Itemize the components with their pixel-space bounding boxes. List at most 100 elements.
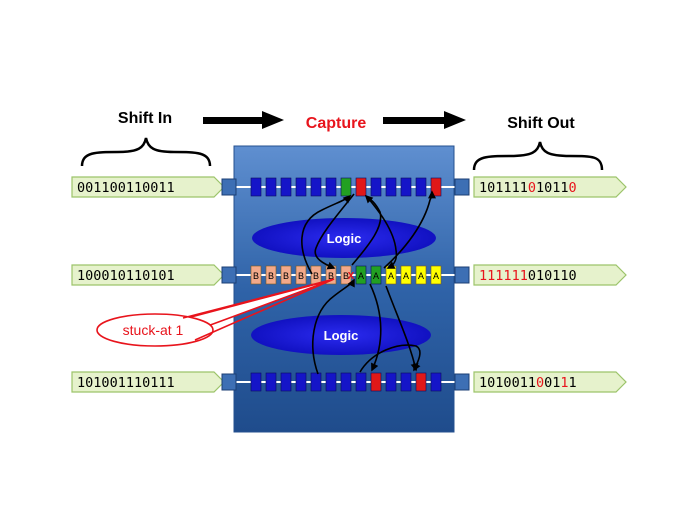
vector-pill bbox=[473, 176, 627, 198]
bit: 1 bbox=[552, 180, 560, 196]
scan-cell bbox=[415, 372, 427, 392]
scan-cell bbox=[280, 177, 292, 197]
bit: 0 bbox=[118, 268, 126, 284]
bit: 1 bbox=[150, 375, 158, 391]
scan-in-port bbox=[221, 178, 237, 196]
cell-label: B bbox=[283, 271, 289, 281]
cell-label: B bbox=[298, 271, 304, 281]
scan-cell bbox=[265, 177, 277, 197]
scan-cell bbox=[250, 372, 262, 392]
bit: 0 bbox=[569, 180, 577, 196]
bit: 0 bbox=[528, 180, 536, 196]
bit: 1 bbox=[150, 268, 158, 284]
bit: 0 bbox=[110, 180, 118, 196]
cell-label: B bbox=[313, 271, 319, 281]
bit: 1 bbox=[569, 375, 577, 391]
bit: 1 bbox=[495, 268, 503, 284]
scan-cell bbox=[370, 372, 382, 392]
cell-label: B bbox=[343, 271, 349, 281]
scan-out-port bbox=[454, 373, 470, 391]
bit: 1 bbox=[536, 180, 544, 196]
scan-out-port bbox=[454, 178, 470, 196]
bit: 1 bbox=[520, 375, 528, 391]
capture-arrow-9 bbox=[359, 344, 421, 373]
bit: 1 bbox=[93, 180, 101, 196]
scan-cell bbox=[400, 177, 412, 197]
bit: 1 bbox=[560, 268, 568, 284]
vector-pill bbox=[71, 264, 225, 286]
bit: 1 bbox=[126, 180, 134, 196]
capture-arrows bbox=[301, 190, 436, 375]
capture-arrow-8 bbox=[385, 285, 419, 372]
cell-label: A bbox=[418, 271, 424, 281]
capture-arrow-4 bbox=[383, 190, 436, 269]
bit: 0 bbox=[77, 180, 85, 196]
shift-out-title: Shift Out bbox=[507, 115, 575, 132]
bit: 1 bbox=[528, 375, 536, 391]
bit: 1 bbox=[560, 375, 568, 391]
bit: 1 bbox=[77, 375, 85, 391]
scan-cell bbox=[280, 372, 292, 392]
scan-cell bbox=[385, 372, 397, 392]
bit: 0 bbox=[158, 268, 166, 284]
bit: 1 bbox=[101, 180, 109, 196]
scan-cell bbox=[340, 372, 352, 392]
cell-label: A bbox=[403, 271, 409, 281]
vector-pill bbox=[71, 371, 225, 393]
cell-label: A bbox=[373, 271, 379, 281]
shift-out-vector-2: 111111010110 bbox=[473, 264, 627, 286]
bit: 0 bbox=[544, 268, 552, 284]
cell-label: B bbox=[253, 271, 259, 281]
capture-arrow-6 bbox=[312, 278, 355, 375]
bit: 1 bbox=[126, 375, 134, 391]
bit: 0 bbox=[101, 268, 109, 284]
scan-cell bbox=[325, 372, 337, 392]
bit: 1 bbox=[110, 268, 118, 284]
bit: 0 bbox=[569, 268, 577, 284]
shift-out-brace bbox=[472, 141, 604, 171]
bit: 0 bbox=[110, 375, 118, 391]
scan-cell bbox=[295, 372, 307, 392]
fault-x-mark: X bbox=[348, 271, 355, 282]
bit: 1 bbox=[503, 180, 511, 196]
bit: 0 bbox=[503, 375, 511, 391]
logic-label-upper: Logic bbox=[327, 231, 362, 246]
stuck-at-callout: stuck-at 1 bbox=[96, 278, 335, 347]
bit: 1 bbox=[134, 268, 142, 284]
bit: 0 bbox=[512, 375, 520, 391]
bit: 0 bbox=[142, 268, 150, 284]
logic-cloud-upper: Logic bbox=[252, 218, 436, 258]
bit: 0 bbox=[85, 180, 93, 196]
scan-cell bbox=[370, 265, 382, 285]
scan-cell bbox=[415, 177, 427, 197]
cell-label: A bbox=[433, 271, 439, 281]
scan-in-port bbox=[221, 266, 237, 284]
shift-out-vector-1: 101111010110 bbox=[473, 176, 627, 198]
bit: 1 bbox=[503, 268, 511, 284]
shift-in-title: Shift In bbox=[118, 110, 172, 127]
bit: 1 bbox=[552, 375, 560, 391]
scan-cell bbox=[265, 265, 277, 285]
vector-pill bbox=[71, 176, 225, 198]
bit: 0 bbox=[528, 268, 536, 284]
bit: 1 bbox=[77, 268, 85, 284]
bit: 1 bbox=[167, 268, 175, 284]
bit: 1 bbox=[93, 375, 101, 391]
bit: 0 bbox=[544, 180, 552, 196]
scan-cell bbox=[250, 177, 262, 197]
bit: 1 bbox=[479, 180, 487, 196]
scan-cell bbox=[355, 265, 367, 285]
scan-cell bbox=[310, 372, 322, 392]
bit: 0 bbox=[101, 375, 109, 391]
shift-out-vector-3: 101001100111 bbox=[473, 371, 627, 393]
scan-cell bbox=[265, 372, 277, 392]
shift-out-bits: 111111010110 bbox=[479, 268, 577, 284]
bit: 1 bbox=[520, 268, 528, 284]
bit: 1 bbox=[134, 375, 142, 391]
bit: 0 bbox=[150, 180, 158, 196]
